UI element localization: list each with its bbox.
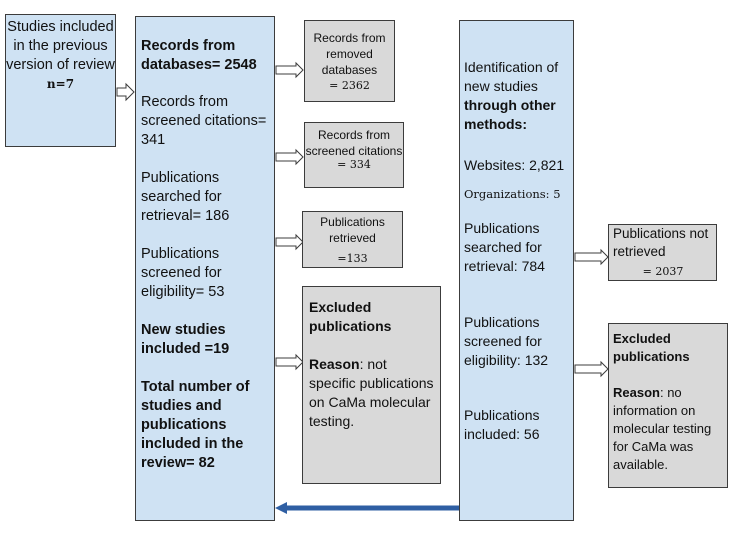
excluded-reason-2: Reason: no information on molecular test… <box>613 384 723 474</box>
new-studies-included: New studies included =19 <box>141 322 230 357</box>
websites-count: Websites: 2,821 <box>464 157 565 173</box>
removed-databases-label: Records from removed databases <box>313 31 386 77</box>
arrow-other-methods-to-databases <box>275 502 459 514</box>
arrow-to-screened-citations <box>275 148 304 166</box>
screened-citations-box: Records from screened citations = 334 <box>304 122 404 188</box>
other-methods-intro-normal: Identification of new studies <box>464 59 559 94</box>
records-from-databases: Records from databases= 2548 <box>141 38 257 73</box>
excluded-reason-label-2: Reason <box>613 385 660 400</box>
organizations-count: Organizations: 5 <box>464 187 561 201</box>
publications-not-retrieved-label: Publications not retrieved <box>613 226 709 259</box>
excluded-reason-text-2: : no information on molecular testing fo… <box>613 385 712 472</box>
screened-citations-label: Records from screened citations <box>305 128 403 158</box>
arrow-to-excluded-publications-2 <box>574 360 609 378</box>
previous-review-n: n=7 <box>46 77 75 91</box>
excluded-publications-box-2: Excluded publications Reason: no informa… <box>608 323 728 488</box>
arrow-previous-to-databases <box>116 82 135 102</box>
publications-not-retrieved-box: Publications not retrieved = 2037 <box>608 224 717 281</box>
publications-screened-for-eligibility: Publications screened for eligibility= 5… <box>141 246 225 300</box>
publications-searched-for-retrieval: Publications searched for retrieval= 186 <box>141 170 230 224</box>
excluded-reason-label-1: Reason <box>309 356 360 372</box>
databases-box: Records from databases= 2548 Records fro… <box>135 16 275 521</box>
other-methods-box: Identification of new studies through ot… <box>459 20 574 521</box>
removed-databases-box: Records from removed databases = 2362 <box>304 20 395 102</box>
arrow-to-publications-retrieved <box>275 233 304 251</box>
other-publications-screened: Publications screened for eligibility: 1… <box>464 314 549 368</box>
arrow-to-publications-not-retrieved <box>574 248 609 266</box>
publications-retrieved-value: =133 <box>337 252 368 265</box>
excluded-publications-title-1: Excluded publications <box>309 299 392 334</box>
other-methods-intro-bold: through other methods: <box>464 97 556 132</box>
total-included: Total number of studies and publications… <box>141 379 250 471</box>
excluded-publications-box-1: Excluded publications Reason: not specif… <box>302 286 441 484</box>
removed-databases-value: = 2362 <box>329 79 370 92</box>
arrow-to-removed-databases <box>275 61 304 79</box>
previous-review-text: Studies included in the previous version… <box>6 19 115 73</box>
records-from-screened-citations: Records from screened citations= 341 <box>141 94 267 148</box>
excluded-publications-title-2: Excluded publications <box>613 331 690 364</box>
other-publications-searched: Publications searched for retrieval: 784 <box>464 220 545 274</box>
screened-citations-value: = 334 <box>337 158 371 171</box>
excluded-reason-1: Reason: not specific publications on CaM… <box>309 355 434 431</box>
publications-retrieved-box: Publications retrieved =133 <box>302 211 403 268</box>
other-methods-intro: Identification of new studies through ot… <box>464 58 570 134</box>
publications-retrieved-label: Publications retrieved <box>320 215 385 245</box>
arrow-to-excluded-publications <box>275 353 304 371</box>
other-publications-included: Publications included: 56 <box>464 407 540 442</box>
previous-review-box: Studies included in the previous version… <box>5 14 116 147</box>
excluded-reason-text-1: : not specific publications on CaMa mole… <box>309 356 434 429</box>
publications-not-retrieved-value: = 2037 <box>642 265 684 278</box>
